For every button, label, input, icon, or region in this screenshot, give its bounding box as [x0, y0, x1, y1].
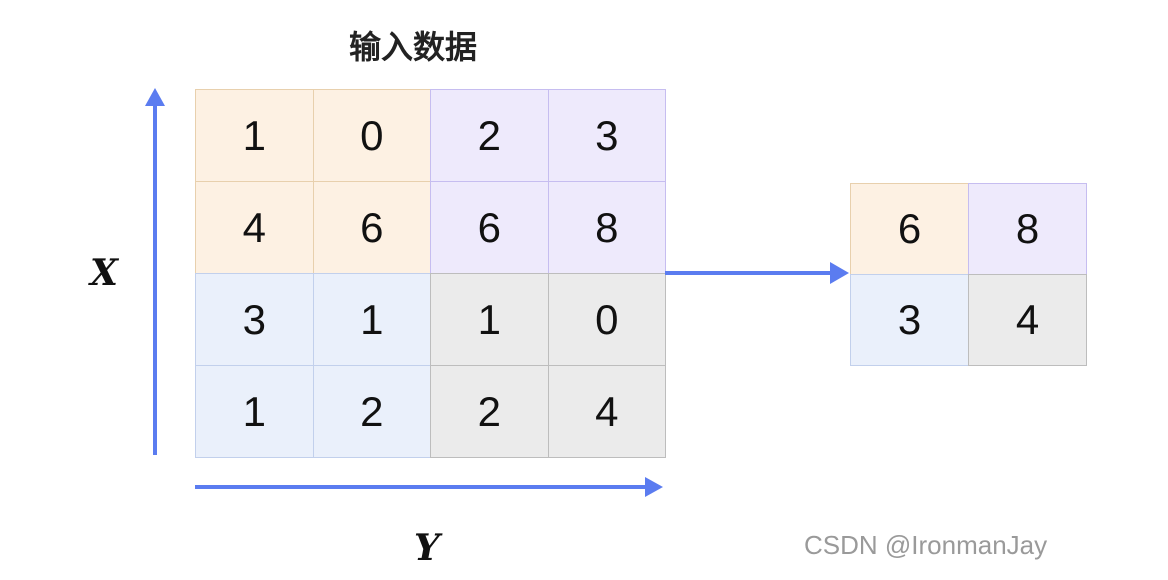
input-matrix-cell: 6: [430, 181, 549, 274]
input-matrix-cell: 6: [312, 181, 431, 274]
y-axis-arrow: [195, 477, 663, 497]
input-matrix-cell: 3: [195, 273, 314, 366]
x-axis-arrow: [145, 88, 165, 455]
input-matrix-cell: 2: [430, 89, 549, 182]
output-matrix-cell: 4: [968, 274, 1087, 366]
input-matrix-cell: 8: [547, 181, 666, 274]
input-matrix-cell: 0: [547, 273, 666, 366]
input-matrix-cell: 2: [312, 365, 431, 458]
input-data-title: 输入数据: [348, 28, 477, 66]
x-axis-label: X: [90, 252, 118, 294]
input-matrix-cell: 1: [195, 365, 314, 458]
output-matrix-cell: 3: [850, 274, 969, 366]
input-matrix-cell: 3: [547, 89, 666, 182]
input-matrix-cell: 1: [195, 89, 314, 182]
input-matrix-cell: 1: [430, 273, 549, 366]
watermark: CSDN @IronmanJay: [804, 530, 1048, 560]
input-matrix-cell: 4: [547, 365, 666, 458]
output-matrix-cell: 8: [968, 183, 1087, 275]
pooling-arrow: [665, 262, 849, 284]
input-matrix-cell: 1: [312, 273, 431, 366]
y-axis-label: Y: [414, 527, 440, 569]
input-matrix-cell: 2: [430, 365, 549, 458]
